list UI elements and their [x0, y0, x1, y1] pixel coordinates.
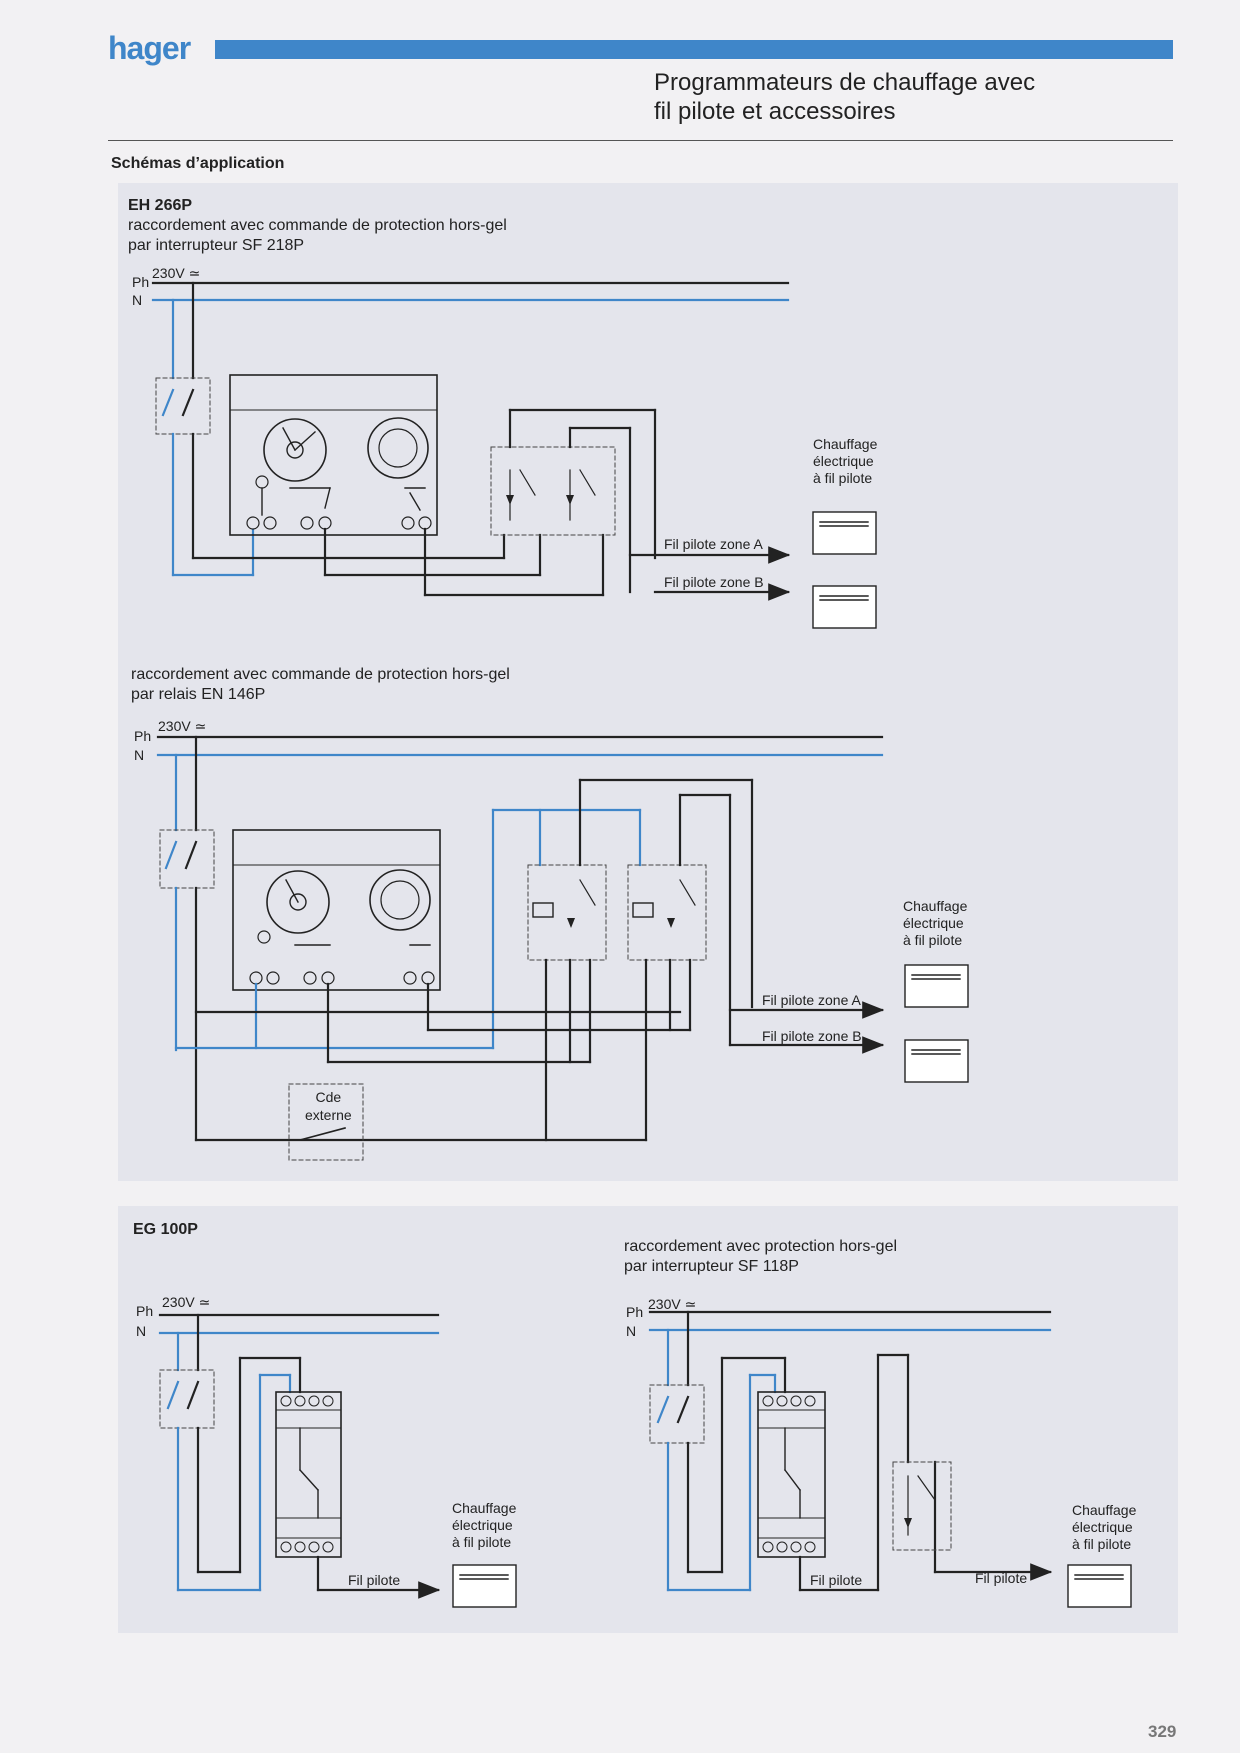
heater-icon: [812, 511, 877, 555]
programmer-eg100p: [275, 1391, 342, 1558]
header-bar: [215, 40, 1173, 59]
switch-sf118p: [649, 1384, 705, 1444]
label-zone-a: Fil pilote zone A: [762, 992, 861, 1008]
label-zone-b: Fil pilote zone B: [664, 574, 764, 590]
eh266p-caption-1: raccordement avec commande de protection…: [128, 217, 507, 254]
programmer-eh266p-2: [232, 829, 441, 991]
heater-icon: [812, 585, 877, 629]
switch-sf218p: [155, 377, 211, 435]
programmer-eh266p: [229, 374, 438, 536]
eh266p-model: EH 266P: [128, 197, 193, 214]
selector-dial: [367, 417, 429, 479]
label-ph: Ph: [134, 728, 152, 744]
diode-sf118p: [892, 1461, 952, 1551]
label-fil-pilote: Fil pilote: [348, 1572, 401, 1588]
label-n: N: [132, 292, 143, 308]
switch-sf218p-2: [159, 829, 215, 889]
label-ph: Ph: [136, 1303, 154, 1319]
diagram-sf118p: [648, 1310, 1132, 1608]
eh266p-panel: [118, 183, 1178, 1181]
clock-dial: [263, 418, 327, 482]
label-heater: Chauffage électrique à fil pilote: [1072, 1502, 1137, 1552]
label-heater: Chauffage électrique à fil pilote: [813, 436, 878, 486]
label-heater: Chauffage électrique à fil pilote: [903, 898, 968, 948]
label-zone-b: Fil pilote zone B: [762, 1028, 862, 1044]
label-n: N: [134, 747, 145, 763]
label-cde-externe: Cde externe: [305, 1089, 352, 1123]
programmer-eg100p-2: [757, 1391, 826, 1558]
diagram-sf218p: [151, 281, 877, 629]
label-voltage: 230V ≃: [158, 718, 207, 734]
label-fil-pilote: Fil pilote: [975, 1570, 1028, 1586]
heater-icon: [904, 964, 969, 1008]
heater-icon: [904, 1039, 969, 1083]
eg100p-caption: raccordement avec protection hors-gel pa…: [624, 1238, 898, 1275]
diode-module-a: [490, 446, 616, 536]
label-ph: Ph: [132, 274, 150, 290]
eg100p-model: EG 100P: [133, 1221, 198, 1238]
label-heater: Chauffage électrique à fil pilote: [452, 1500, 517, 1550]
label-n: N: [136, 1323, 147, 1339]
label-ph: Ph: [626, 1304, 644, 1320]
external-command: [288, 1083, 364, 1161]
relay-en146p-a: [527, 864, 607, 961]
hager-logo: hager: [108, 30, 191, 66]
heater-icon: [452, 1564, 517, 1608]
page-number: 329: [1148, 1722, 1177, 1741]
label-voltage: 230V ≃: [152, 265, 201, 281]
heater-icon: [1067, 1564, 1132, 1608]
label-voltage: 230V ≃: [162, 1294, 211, 1310]
section-title: Schémas d’application: [111, 155, 285, 172]
page-title: Programmateurs de chauffage avec fil pil…: [654, 69, 1036, 125]
label-zone-a: Fil pilote zone A: [664, 536, 763, 552]
label-n: N: [626, 1323, 637, 1339]
label-voltage: 230V ≃: [648, 1296, 697, 1312]
diagram-en146p: [156, 735, 969, 1161]
eh266p-caption-2: raccordement avec commande de protection…: [131, 666, 510, 703]
header-rule: [108, 140, 1173, 141]
diagram-eg100p: [158, 1313, 517, 1608]
label-fil-pilote: Fil pilote: [810, 1572, 863, 1588]
relay-en146p-b: [627, 864, 707, 961]
eg100p-panel: [118, 1206, 1178, 1633]
